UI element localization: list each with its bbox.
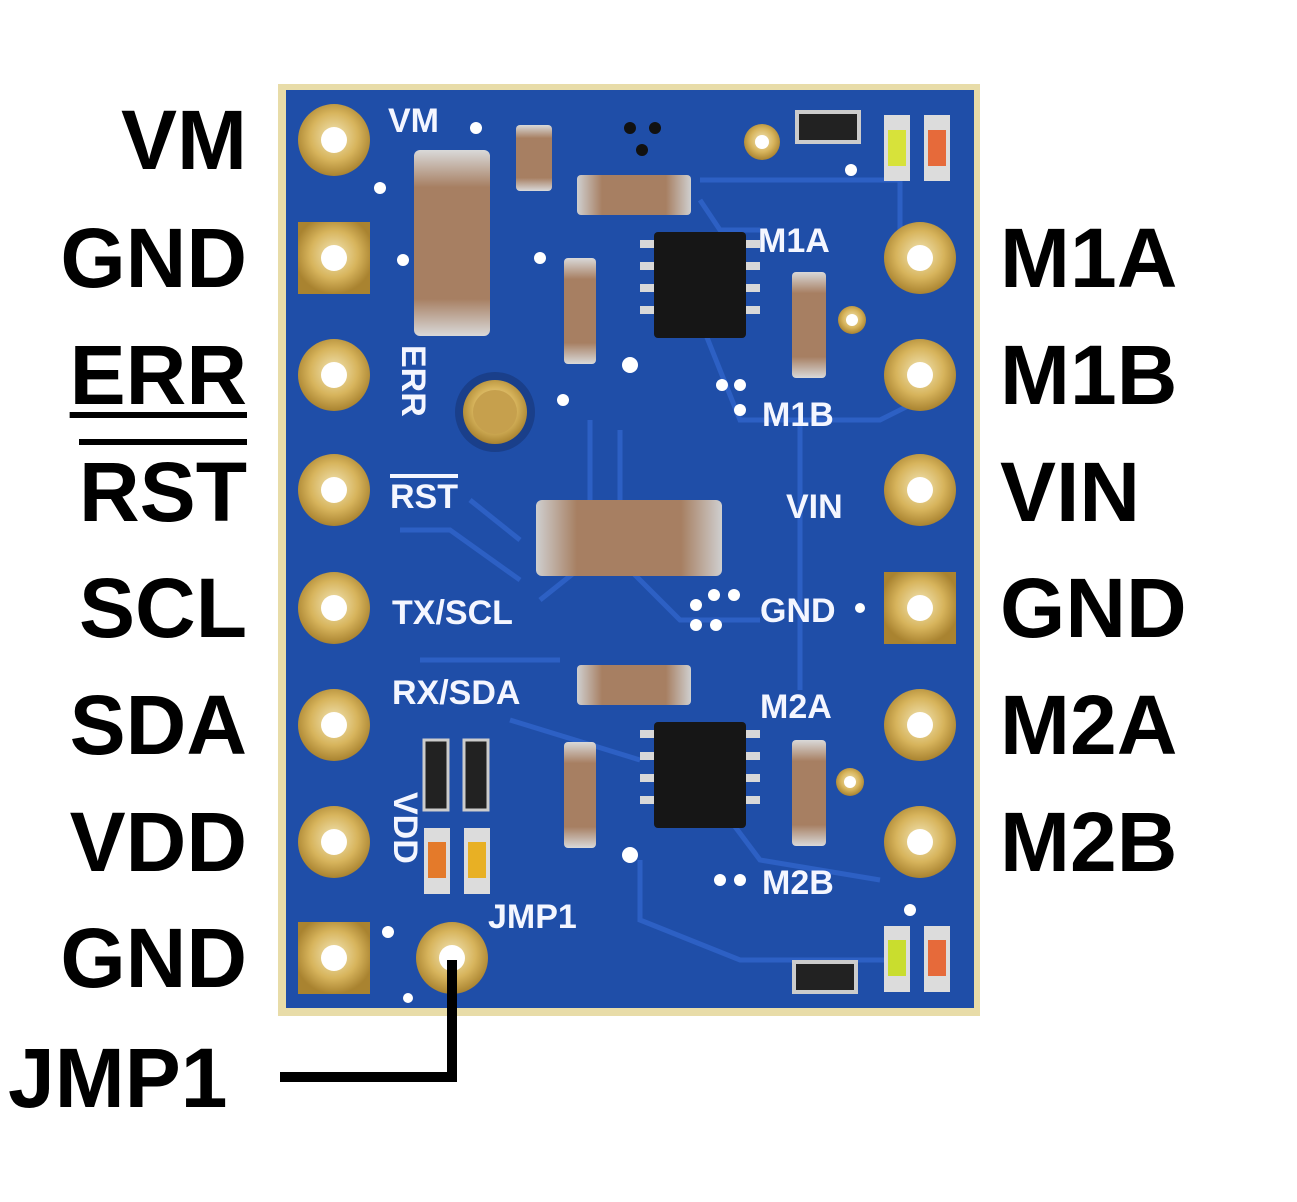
mounting-hole	[455, 372, 535, 452]
left-pads	[298, 104, 488, 994]
silk-rst: RST	[390, 478, 458, 516]
pin-label-m2a: M2A	[1000, 678, 1178, 772]
jmp1-leader-line	[280, 960, 457, 1082]
silk-rx-sda: RX/SDA	[392, 674, 521, 712]
capacitors	[414, 125, 826, 848]
silk-m2a: M2A	[760, 688, 832, 726]
pin-label-vm: VM	[121, 93, 247, 187]
silk-vin: VIN	[786, 488, 843, 526]
pin-label-jmp1: JMP1	[8, 1031, 228, 1125]
silk-m2b: M2B	[762, 864, 834, 902]
silk-jmp1: JMP1	[488, 898, 577, 936]
pin-label-gnd-bottom: GND	[60, 911, 247, 1005]
silk-vm: VM	[388, 102, 439, 140]
pin-label-vin: VIN	[1000, 445, 1141, 539]
pin-label-scl: SCL	[79, 561, 247, 655]
silk-err: ERR	[394, 345, 432, 417]
leds	[424, 115, 950, 992]
silk-m1b: M1B	[762, 396, 834, 434]
pin-label-m2b: M2B	[1000, 795, 1178, 889]
silk-vdd: VDD	[386, 792, 424, 864]
vias	[374, 122, 916, 1003]
right-pads	[884, 222, 956, 878]
pin-label-vdd: VDD	[69, 795, 247, 889]
pin-label-m1a: M1A	[1000, 211, 1178, 305]
pin-label-gnd-right: GND	[1000, 561, 1187, 655]
silk-tx-scl: TX/SCL	[392, 594, 513, 632]
pin-label-gnd-left: GND	[60, 211, 247, 305]
pin-label-rst: RST	[79, 445, 247, 539]
pin-label-err: ERR	[69, 328, 247, 422]
resistors	[422, 110, 861, 994]
silk-gnd: GND	[760, 592, 836, 630]
driver-ics	[640, 232, 760, 828]
pin-label-sda: SDA	[69, 678, 247, 772]
silk-m1a: M1A	[758, 222, 830, 260]
pin-label-m1b: M1B	[1000, 328, 1178, 422]
